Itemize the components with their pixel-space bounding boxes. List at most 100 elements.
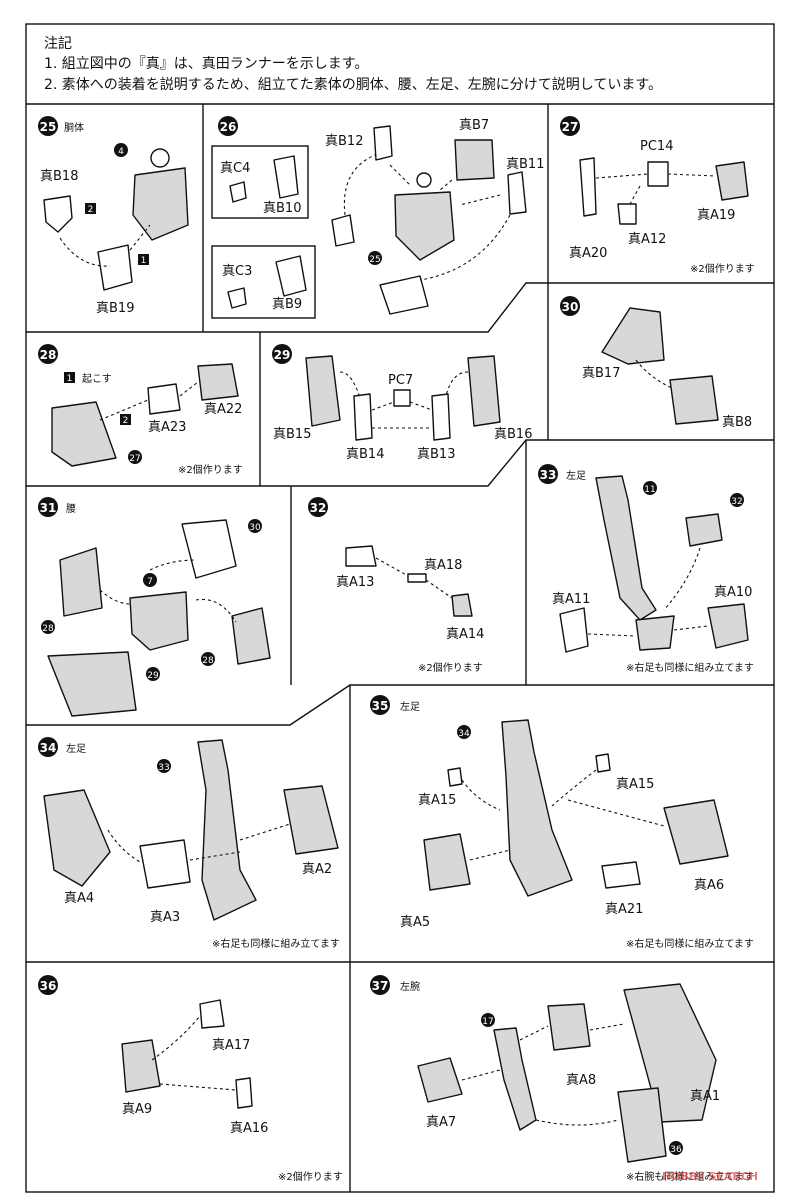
- step-note: ※2個作ります: [418, 661, 483, 674]
- svg-text:33: 33: [158, 763, 169, 773]
- label-a6: 真A6: [694, 878, 724, 893]
- step-number: 33: [540, 468, 557, 482]
- label-a17: 真A17: [212, 1038, 250, 1053]
- step-title: 胴体: [64, 122, 84, 134]
- step-note: ※右足も同様に組み立てます: [626, 937, 754, 950]
- label-b11: 真B11: [506, 157, 544, 172]
- step-number: 26: [220, 120, 237, 134]
- label-b14: 真B14: [346, 447, 384, 462]
- svg-text:32: 32: [731, 497, 742, 507]
- label-a8: 真A8: [566, 1073, 596, 1088]
- svg-text:1: 1: [141, 256, 147, 266]
- step-instruction: 起こす: [82, 373, 112, 385]
- step-note: ※右足も同様に組み立てます: [626, 661, 754, 674]
- svg-text:34: 34: [458, 729, 470, 739]
- svg-text:1: 1: [67, 374, 73, 384]
- step-note: ※2個作ります: [690, 262, 755, 275]
- label-b13: 真B13: [417, 447, 455, 462]
- label-a22: 真A22: [204, 402, 242, 417]
- part-b18: [43, 195, 73, 233]
- step-32: 32 真A13 真A18 真A14 ※2個作ります: [308, 497, 484, 674]
- label-a20: 真A20: [569, 246, 607, 261]
- ref-number: 4: [118, 147, 124, 157]
- step-25: 25 胴体 4 真B18 真B19 2 1: [38, 116, 189, 316]
- step-number: 36: [40, 979, 57, 993]
- step-note: ※2個作ります: [178, 463, 243, 476]
- svg-text:2: 2: [88, 205, 94, 215]
- label-b10: 真B10: [263, 201, 301, 216]
- step-number: 35: [372, 699, 389, 713]
- svg-text:30: 30: [249, 523, 261, 533]
- step-26: 26 真C4 真B10 真C3 真B9 真B12 真B7 真B11 25: [211, 116, 544, 319]
- step-number: 32: [310, 501, 327, 515]
- label-c3: 真C3: [222, 264, 252, 279]
- step-35: 35 左足 34 真A15 真A15 真A5 真A21 真A6 ※右足も同様に組…: [370, 695, 754, 950]
- step-title: 左足: [566, 469, 586, 482]
- step-title: 左腕: [400, 980, 420, 993]
- step-27: 27 PC14 真A20 真A12 真A19 ※2個作ります: [560, 116, 755, 275]
- svg-text:28: 28: [202, 656, 214, 666]
- label-a15-right: 真A15: [616, 777, 654, 792]
- label-pc14: PC14: [640, 139, 673, 154]
- step-31: 31 腰 30 7 28 28 29: [38, 497, 271, 717]
- label-b18: 真B18: [40, 169, 78, 184]
- step-title: 腰: [66, 503, 76, 515]
- step-note: ※2個作ります: [278, 1170, 343, 1183]
- label-a7: 真A7: [426, 1115, 456, 1130]
- label-a1: 真A1: [690, 1089, 720, 1104]
- torso-part: [132, 167, 189, 241]
- step-number: 30: [562, 300, 579, 314]
- label-a3: 真A3: [150, 910, 180, 925]
- order-badge: [85, 203, 96, 214]
- svg-text:36: 36: [670, 1145, 682, 1155]
- step-title: 左足: [400, 700, 420, 713]
- label-b12: 真B12: [325, 134, 363, 149]
- label-a15-left: 真A15: [418, 793, 456, 808]
- step-36: 36 真A17 真A9 真A16 ※2個作ります: [38, 975, 343, 1183]
- step-34: 34 左足 33 真A4 真A3 真A2 ※右足も同様に組み立てます: [38, 737, 340, 950]
- step-number: 37: [372, 979, 389, 993]
- notes-header: 注記 1. 組立図中の『真』は、真田ランナーを示します。 2. 素体への装着を説…: [44, 35, 662, 93]
- subassembly-box: [211, 245, 316, 319]
- step-28: 28 1 起こす 真A23 真A22 2 27 ※2個作ります: [38, 344, 243, 476]
- step-number: 28: [40, 348, 57, 362]
- ref-badge: [114, 143, 128, 157]
- step-37: 37 左腕 17 36 真A8 真A1 真A7 ※右腕も同様に組み立てます: [370, 975, 754, 1183]
- label-a2: 真A2: [302, 862, 332, 877]
- label-a5: 真A5: [400, 915, 430, 930]
- notes-line-1: 1. 組立図中の『真』は、真田ランナーを示します。: [44, 56, 368, 72]
- label-a14: 真A14: [446, 627, 484, 642]
- label-a18: 真A18: [424, 558, 462, 573]
- outer-frame: [25, 23, 775, 1193]
- label-a21: 真A21: [605, 902, 643, 917]
- label-b8: 真B8: [722, 415, 752, 430]
- neck-joint: [150, 148, 170, 168]
- label-a4: 真A4: [64, 891, 94, 906]
- label-c4: 真C4: [220, 161, 250, 176]
- step-number: 27: [562, 120, 579, 134]
- subassembly-box: [211, 145, 309, 219]
- step-note: ※右腕も同様に組み立てます: [626, 1170, 754, 1183]
- label-pc7: PC7: [388, 373, 413, 388]
- label-b7: 真B7: [459, 118, 489, 133]
- step-number: 34: [40, 741, 57, 755]
- label-b15: 真B15: [273, 427, 311, 442]
- step-number: 31: [40, 501, 57, 515]
- svg-text:2: 2: [123, 416, 129, 426]
- label-a19: 真A19: [697, 208, 735, 223]
- order-badge: [138, 254, 149, 265]
- label-b17: 真B17: [582, 366, 620, 381]
- svg-text:25: 25: [369, 255, 380, 265]
- label-a12: 真A12: [628, 232, 666, 247]
- step-title: 左足: [66, 742, 86, 755]
- svg-text:7: 7: [147, 577, 153, 587]
- svg-text:27: 27: [129, 454, 140, 464]
- step-note: ※右足も同様に組み立てます: [212, 937, 340, 950]
- step-number: 25: [40, 120, 57, 134]
- label-b9: 真B9: [272, 297, 302, 312]
- step-30: 30 真B17 真B8: [560, 296, 752, 430]
- label-a11: 真A11: [552, 592, 590, 607]
- label-b19: 真B19: [96, 301, 134, 316]
